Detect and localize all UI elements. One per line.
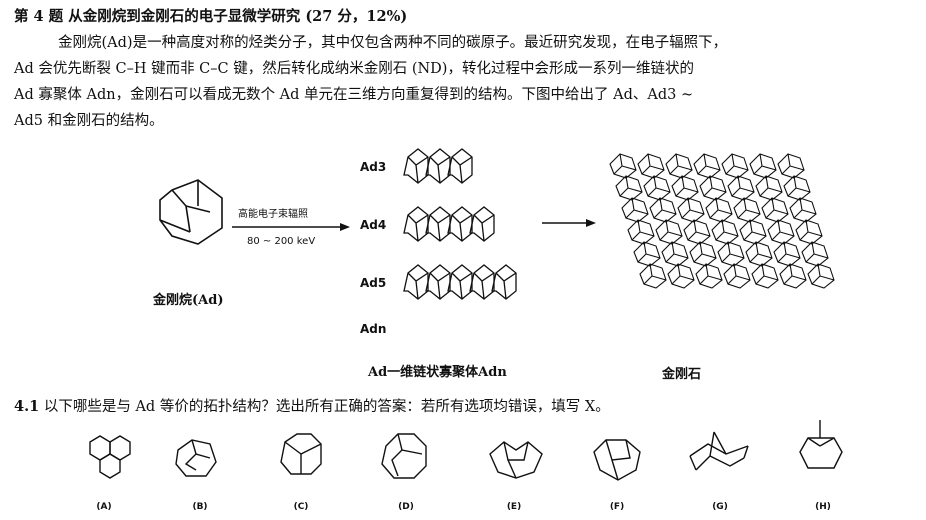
diamond-cage (807, 263, 835, 289)
diamond-cage (643, 175, 671, 201)
ad5-label: Ad5 (360, 276, 387, 290)
diamond-cage (739, 219, 767, 245)
chain-caption: Ad一维链状寡聚体Adn (368, 365, 507, 380)
diamond-cage (639, 263, 667, 289)
adamantane-unit (447, 148, 473, 184)
diamond-cage (717, 241, 745, 267)
adamantane-unit (425, 264, 451, 300)
diamond-cage (745, 241, 773, 267)
arrow-condition-bottom: 80 ~ 200 keV (247, 236, 316, 247)
question-number: 4.1 (14, 398, 40, 415)
adamantane-unit (403, 264, 429, 300)
intro-line-1: 金刚烷(Ad)是一种高度对称的烃类分子，其中仅包含两种不同的碳原子。最近研究发现… (58, 35, 728, 51)
option-e-label: (E) (506, 502, 522, 512)
diamond-cage (783, 175, 811, 201)
diamond-cage (695, 263, 723, 289)
adamantane-structure (159, 179, 223, 245)
diamond-cage (789, 197, 817, 223)
adamantane-unit (447, 206, 473, 242)
diamond-cage (761, 197, 789, 223)
adamantane-unit (403, 148, 429, 184)
ad4-label: Ad4 (360, 218, 387, 232)
diamond-cage (693, 153, 721, 179)
diamond-cage (655, 219, 683, 245)
question-text: 以下哪些是与 Ad 等价的拓扑结构？选出所有正确的答案：若所有选项均错误，填写 … (43, 399, 610, 415)
option-c-label: (C) (293, 502, 309, 512)
adamantane-unit (425, 148, 451, 184)
question-4-1: 4.1 以下哪些是与 Ad 等价的拓扑结构？选出所有正确的答案：若所有选项均错误… (14, 396, 610, 418)
adamantane-unit (469, 206, 495, 242)
option-f-structure (593, 439, 641, 481)
ad5-chain (403, 264, 517, 300)
diamond-cage (633, 241, 661, 267)
diamond-cage (609, 153, 637, 179)
problem-number: 第 4 题 (14, 8, 64, 25)
ad4-chain (403, 206, 495, 242)
option-a-structure (89, 435, 131, 479)
diamond-lattice (609, 153, 835, 289)
diamond-cage (755, 175, 783, 201)
option-h-label: (H) (815, 502, 831, 512)
diamond-cage (665, 153, 693, 179)
intro-line-2: Ad 会优先断裂 C–H 键而非 C–C 键，然后转化成纳米金刚石 (ND)，转… (14, 61, 694, 77)
problem-header: 第 4 题 从金刚烷到金刚石的电子显微学研究 (27 分，12%) (14, 6, 407, 28)
option-f-label: (F) (609, 502, 625, 512)
adamantane-label: 金刚烷(Ad) (153, 293, 224, 308)
diamond-cage (795, 219, 823, 245)
diamond-cage (627, 219, 655, 245)
diamond-cage (777, 153, 805, 179)
option-b-structure (175, 439, 217, 477)
diamond-cage (723, 263, 751, 289)
diamond-cage (637, 153, 665, 179)
adamantane-unit (447, 264, 473, 300)
diamond-cage (711, 219, 739, 245)
option-c-structure (280, 433, 322, 475)
diamond-cage (661, 241, 689, 267)
diamond-cage (779, 263, 807, 289)
diamond-cage (733, 197, 761, 223)
adn-label: Adn (360, 322, 387, 336)
reaction-arrow (232, 223, 350, 231)
ad3-label: Ad3 (360, 160, 387, 174)
diamond-cage (667, 263, 695, 289)
diamond-cage (621, 197, 649, 223)
adamantane-unit (403, 206, 429, 242)
adamantane-unit (491, 264, 517, 300)
diamond-cage (751, 263, 779, 289)
option-h-structure (799, 420, 843, 469)
diamond-cage (699, 175, 727, 201)
diamond-cage (705, 197, 733, 223)
arrow-condition-top: 高能电子束辐照 (238, 209, 308, 220)
diamond-cage (767, 219, 795, 245)
intro-line-4: Ad5 和金刚石的结构。 (14, 113, 164, 129)
diamond-cage (615, 175, 643, 201)
problem-score: (27 分，12%) (305, 8, 408, 25)
diamond-cage (801, 241, 829, 267)
diamond-caption: 金刚石 (662, 367, 702, 382)
option-d-label: (D) (398, 502, 414, 512)
option-d-structure (381, 433, 427, 479)
diamond-cage (773, 241, 801, 267)
diamond-cage (689, 241, 717, 267)
option-a-label: (A) (96, 502, 112, 512)
adamantane-unit (469, 264, 495, 300)
diamond-cage (749, 153, 777, 179)
problem-title: 从金刚烷到金刚石的电子显微学研究 (68, 8, 301, 25)
option-b-label: (B) (192, 502, 208, 512)
intro-line-3: Ad 寡聚体 Adn，金刚石可以看成无数个 Ad 单元在三维方向重复得到的结构。… (14, 87, 694, 103)
diamond-cage (721, 153, 749, 179)
diamond-cage (649, 197, 677, 223)
option-g-structure (689, 431, 749, 471)
adamantane-unit (425, 206, 451, 242)
diamond-cage (683, 219, 711, 245)
diamond-arrow (542, 219, 596, 227)
diamond-cage (727, 175, 755, 201)
diamond-cage (677, 197, 705, 223)
option-e-structure (489, 441, 543, 479)
diamond-cage (671, 175, 699, 201)
ad3-chain (403, 148, 473, 184)
option-g-label: (G) (712, 502, 728, 512)
